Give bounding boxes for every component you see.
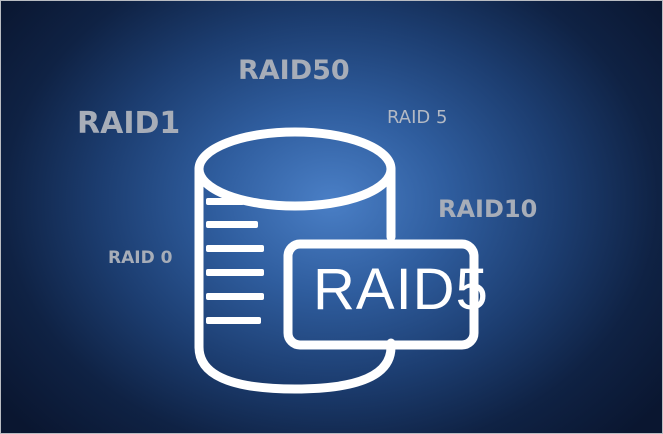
raid1-label: RAID1 bbox=[77, 106, 181, 141]
stripe bbox=[206, 293, 264, 300]
raid50-label: RAID50 bbox=[238, 55, 350, 86]
raid0-label: RAID 0 bbox=[108, 248, 173, 268]
cylinder-stripes bbox=[206, 198, 264, 324]
raid5-small-label: RAID 5 bbox=[387, 107, 448, 128]
stripe bbox=[206, 198, 244, 205]
cylinder-top bbox=[194, 127, 396, 211]
stripe bbox=[206, 269, 264, 276]
stripe bbox=[206, 245, 264, 252]
cylinder-bottom bbox=[194, 342, 396, 394]
stripe bbox=[206, 317, 261, 324]
raid5-badge-text: RAID5 bbox=[313, 257, 489, 322]
raid5-badge-frame bbox=[283, 239, 479, 350]
raid10-label: RAID10 bbox=[438, 195, 538, 223]
stripe bbox=[206, 221, 258, 228]
